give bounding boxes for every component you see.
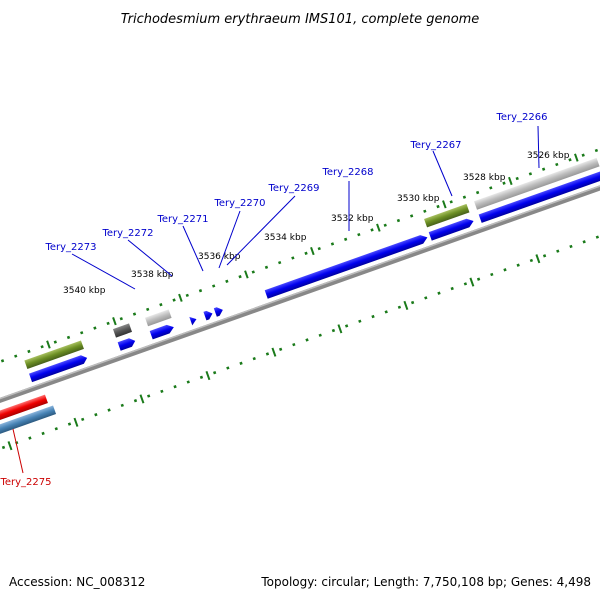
tery-2269-gene-arrow[interactable] [213, 306, 225, 317]
lower-major-tick [337, 324, 343, 334]
lower-major-tick [403, 300, 409, 311]
tery-2267-cog-box [424, 203, 470, 228]
gene-labels: Tery_2266 Tery_2267 Tery_2268 Tery_2269 … [0, 112, 548, 488]
accession-label: Accession: NC_008312 [9, 575, 145, 589]
gene-label-tery-2268[interactable]: Tery_2268 [321, 167, 373, 178]
kbp-label: 3532 kbp [331, 214, 374, 224]
genome-track [0, 125, 600, 473]
tery-2267-callout-line [432, 150, 453, 197]
gene-label-tery-2269[interactable]: Tery_2269 [267, 183, 319, 194]
tery-2270-gene-arrow[interactable] [189, 315, 198, 326]
lower-major-tick [7, 441, 13, 451]
upper-major-tick [442, 200, 447, 209]
gene-label-tery-2273[interactable]: Tery_2273 [44, 242, 96, 253]
tery-2272-callout-line [127, 239, 173, 277]
kbp-label: 3530 kbp [397, 194, 440, 204]
gene-label-tery-2272[interactable]: Tery_2272 [101, 228, 153, 239]
map-title: Trichodesmium erythraeum IMS101, complet… [121, 12, 480, 27]
kbp-label: 3526 kbp [527, 151, 570, 161]
lower-major-ticks [7, 254, 541, 451]
upper-major-tick [178, 293, 183, 302]
tery-2272-cog-box [112, 323, 133, 338]
tery-2267-gene-arrow[interactable] [428, 217, 475, 241]
tery-2269a-gene-arrow[interactable] [203, 309, 214, 321]
tery-2273-callout-line [71, 253, 136, 290]
tery-2271-gene-arrow[interactable] [149, 323, 176, 340]
upper-major-tick [376, 223, 381, 232]
tery-2268-gene-arrow[interactable] [264, 233, 429, 299]
upper-major-tick [244, 270, 249, 279]
tery-2275-gene-box[interactable] [0, 394, 48, 426]
genome-summary: Topology: circular; Length: 7,750,108 bp… [260, 575, 591, 589]
upper-major-tick [112, 317, 117, 326]
lower-ruler [0, 202, 600, 473]
gene-callouts [12, 125, 540, 474]
upper-major-tick [574, 153, 579, 162]
lower-major-tick [73, 417, 79, 427]
tery-2271-callout-line [182, 225, 204, 272]
kbp-ruler-labels: 3526 kbp 3528 kbp 3530 kbp 3532 kbp 3534… [63, 151, 570, 296]
upper-major-tick [46, 340, 51, 349]
gene-label-tery-2275[interactable]: Tery_2275 [0, 477, 52, 488]
upper-ruler [0, 125, 600, 396]
tery-2266-callout-line [537, 125, 540, 169]
tery-2271-cog-box [145, 309, 172, 327]
kbp-label: 3536 kbp [198, 252, 241, 262]
gene-label-tery-2271[interactable]: Tery_2271 [156, 214, 208, 225]
gene-label-tery-2270[interactable]: Tery_2270 [213, 198, 265, 209]
tery-2266-gene-arrow[interactable] [478, 158, 600, 223]
upper-major-tick [508, 176, 513, 186]
tery-2275-callout-line [12, 428, 24, 474]
kbp-label: 3528 kbp [463, 173, 506, 183]
sequence-backbone [0, 158, 600, 431]
lower-major-tick [469, 277, 475, 287]
lower-major-tick [205, 370, 211, 381]
reverse-strand [0, 394, 57, 439]
tery-2266-cog-box [474, 157, 600, 210]
upper-major-tick [310, 246, 315, 256]
tery-2273-gene-arrow[interactable] [29, 354, 89, 383]
tery-2269-callout-line [226, 195, 296, 266]
tery-2275-cog-box [0, 405, 57, 439]
kbp-label: 3540 kbp [63, 286, 106, 296]
upper-major-ticks [46, 153, 579, 349]
backbone-highlight [0, 158, 600, 428]
upper-minor-ticks [0, 125, 600, 396]
lower-major-tick [271, 347, 277, 357]
tery-2273-cog-box [24, 340, 84, 369]
kbp-label: 3538 kbp [131, 270, 174, 280]
forward-strand [24, 157, 600, 383]
lower-major-tick [139, 394, 145, 404]
lower-major-tick [535, 254, 541, 264]
gene-label-tery-2267[interactable]: Tery_2267 [409, 140, 461, 151]
gene-label-tery-2266[interactable]: Tery_2266 [495, 112, 547, 123]
tery-2272-gene-arrow[interactable] [117, 337, 137, 351]
tery-2270-callout-line [218, 210, 241, 269]
kbp-label: 3534 kbp [264, 233, 307, 243]
